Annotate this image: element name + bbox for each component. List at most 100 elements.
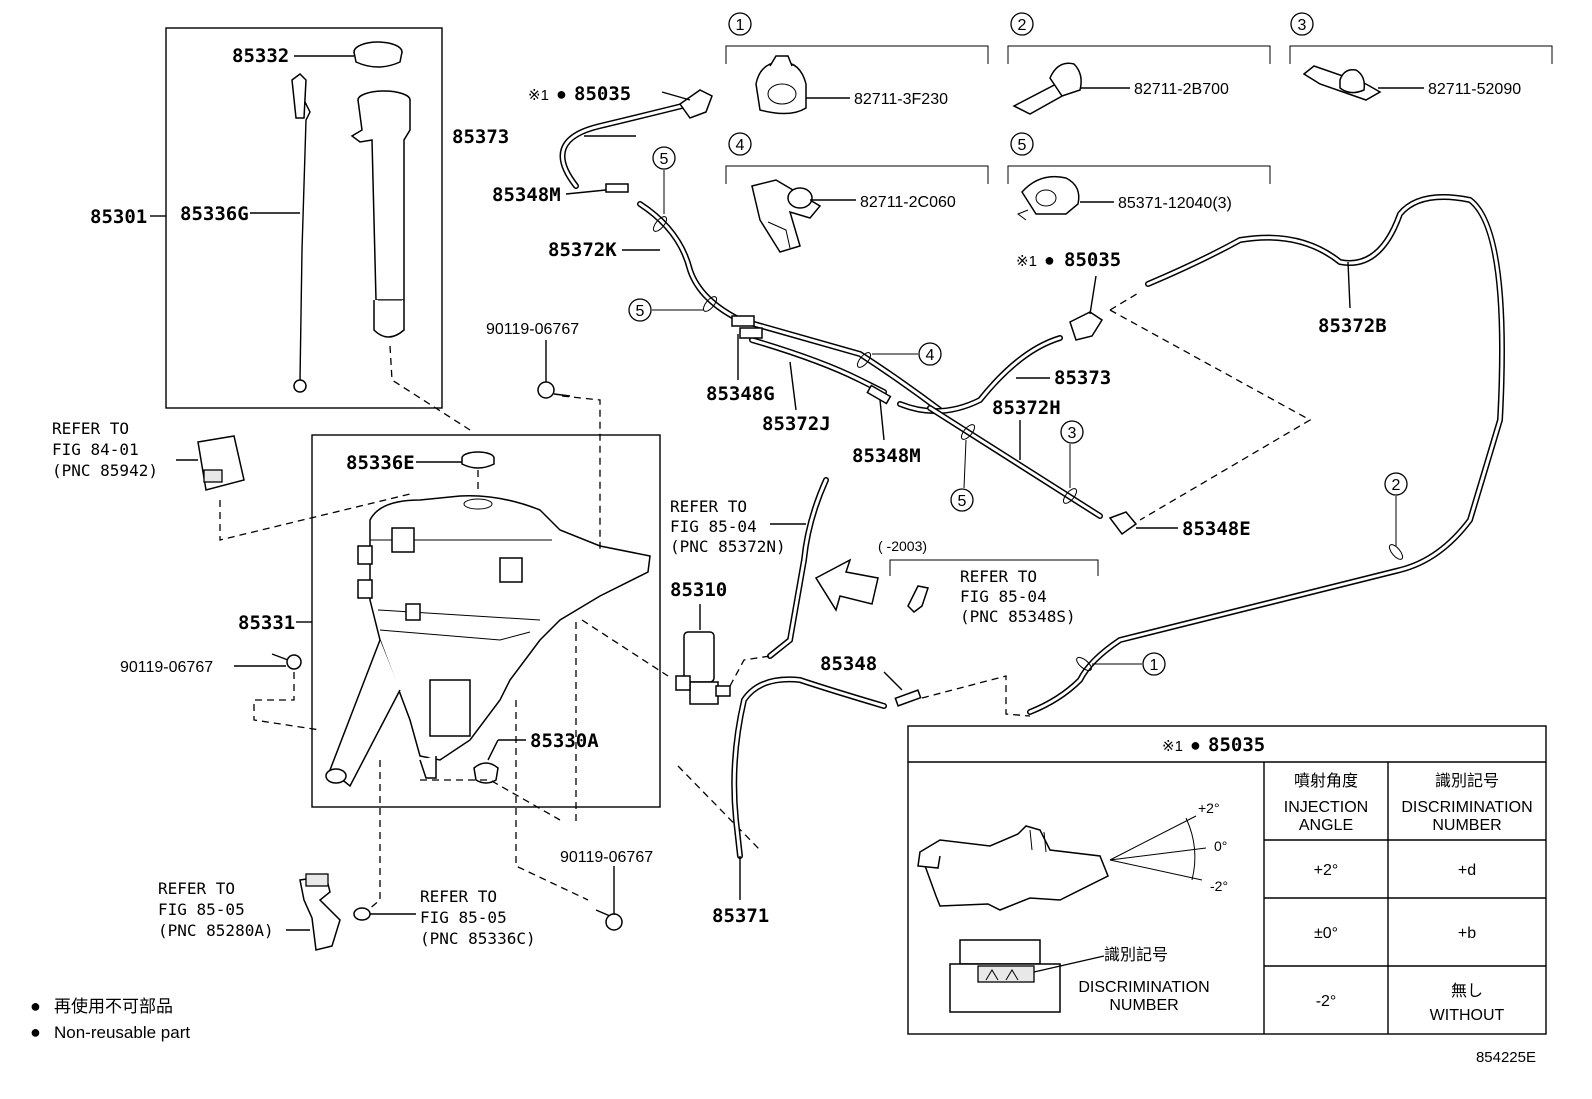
ref-85-05-a: REFER TO FIG 85-05 (PNC 85280A) — [158, 879, 274, 940]
svg-text:5: 5 — [660, 151, 669, 168]
bolt-90119-bottom[interactable] — [595, 909, 623, 931]
joint-85348S[interactable] — [907, 585, 929, 613]
svg-text:(PNC 85336C): (PNC 85336C) — [420, 929, 536, 948]
svg-text:FIG 85-05: FIG 85-05 — [420, 908, 507, 927]
label-85372K: 85372K — [548, 239, 617, 261]
label-90119-left: 90119-06767 — [120, 659, 213, 676]
ref-85-04-a: REFER TO FIG 85-04 (PNC 85372N) — [670, 497, 786, 556]
label-85301: 85301 — [90, 206, 147, 228]
head-disc-en-2: NUMBER — [1432, 817, 1501, 834]
svg-text:5: 5 — [636, 303, 645, 320]
row3-code-jp: 無し — [1451, 982, 1483, 1000]
clip-82711-2C060[interactable] — [751, 179, 822, 253]
row2-code: +b — [1458, 925, 1476, 942]
nozzle-85035-mid[interactable] — [1069, 311, 1104, 341]
hose-85371[interactable] — [731, 676, 887, 859]
label-85348M-top: 85348M — [492, 184, 561, 206]
head-disc-en-1: DISCRIMINATION — [1401, 799, 1532, 816]
svg-text:1: 1 — [736, 17, 745, 34]
table-title: ※1 ● 85035 — [1162, 734, 1265, 756]
dipstick-85336G[interactable] — [296, 77, 311, 381]
label-85330A: 85330A — [530, 730, 599, 752]
grommet-85336C[interactable] — [353, 907, 371, 921]
svg-text:●: ● — [1190, 735, 1201, 755]
label-85372J: 85372J — [762, 413, 831, 435]
clip-legend: 1 82711-3F230 2 82711-2B700 3 82711-5209… — [725, 12, 1553, 253]
joint-85348[interactable] — [894, 689, 922, 707]
svg-text:85035: 85035 — [1208, 734, 1265, 756]
figure-id: 854225E — [1476, 1049, 1536, 1066]
row1-angle: +2° — [1314, 862, 1339, 879]
svg-text:●: ● — [30, 996, 41, 1016]
nozzle-85035-top[interactable] — [678, 89, 713, 119]
pump-85310[interactable] — [675, 631, 731, 705]
clip-82711-3F230[interactable] — [755, 55, 807, 115]
svg-text:FIG 84-01: FIG 84-01 — [52, 440, 139, 459]
tank-box — [311, 434, 661, 808]
clip-82711-52090[interactable] — [1302, 65, 1382, 101]
label-85373-mid: 85373 — [1054, 367, 1111, 389]
svg-text:(PNC 85942): (PNC 85942) — [52, 461, 158, 480]
bolt-90119-top[interactable] — [537, 381, 571, 399]
label-85332: 85332 — [232, 45, 289, 67]
grommet-85330A[interactable] — [473, 762, 499, 784]
svg-text:5: 5 — [1018, 137, 1027, 154]
clip-82711-2B700[interactable] — [1012, 62, 1082, 115]
svg-text:1: 1 — [1150, 657, 1159, 674]
svg-text:REFER TO: REFER TO — [420, 887, 497, 906]
svg-text:FIG 85-05: FIG 85-05 — [158, 900, 245, 919]
pump-85280A[interactable] — [299, 873, 341, 951]
label-85373-top: 85373 — [452, 126, 509, 148]
joint-85348G[interactable] — [731, 315, 763, 339]
svg-text:※1: ※1 — [528, 87, 549, 104]
label-90119-bottom: 90119-06767 — [560, 849, 653, 866]
angle-plus-label: +2° — [1198, 800, 1220, 816]
arrow-icon — [814, 558, 879, 612]
hose-clips — [652, 216, 1404, 672]
svg-text:3: 3 — [1068, 425, 1077, 442]
disc-label-en-1: DISCRIMINATION — [1078, 979, 1209, 996]
svg-text:REFER TO: REFER TO — [960, 567, 1037, 586]
nozzle-spray-illustration: +2° 0° -2° — [917, 800, 1228, 911]
head-disc-jp: 識別記号 — [1435, 772, 1499, 790]
bolt-90119-left[interactable] — [271, 653, 302, 670]
connector-85942[interactable] — [197, 435, 245, 491]
label-85035-top: ※1 ● 85035 — [528, 83, 631, 105]
legend: ● 再使用不可部品 ● Non-reusable part — [30, 996, 190, 1042]
label-90119-top: 90119-06767 — [486, 321, 579, 338]
svg-text:FIG 85-04: FIG 85-04 — [670, 517, 757, 536]
hose-85372B[interactable] — [1027, 194, 1505, 715]
hose-85372N[interactable] — [767, 477, 829, 659]
label-85348: 85348 — [820, 653, 877, 675]
svg-text:2: 2 — [1018, 17, 1027, 34]
clip-85371-12040[interactable] — [1016, 175, 1080, 221]
joint-85348M-mid[interactable] — [866, 384, 892, 405]
legend-jp: 再使用不可部品 — [54, 996, 173, 1016]
row3-code: WITHOUT — [1430, 1007, 1505, 1024]
filler-pipe[interactable] — [350, 90, 411, 338]
svg-text:82711-2B700: 82711-2B700 — [1134, 81, 1229, 98]
label-85348E: 85348E — [1182, 518, 1251, 540]
svg-text:85371-12040(3): 85371-12040(3) — [1118, 195, 1232, 212]
svg-text:REFER TO: REFER TO — [670, 497, 747, 516]
nozzle-table: ※1 ● 85035 噴射角度 INJECTION ANGLE 識別記号 DIS… — [907, 725, 1547, 1035]
svg-text:REFER TO: REFER TO — [52, 419, 129, 438]
svg-text:FIG 85-04: FIG 85-04 — [960, 587, 1047, 606]
label-85310: 85310 — [670, 579, 727, 601]
tank-group: 85331 85336E 85330A — [120, 434, 661, 808]
joint-85348M-top[interactable] — [605, 183, 629, 193]
svg-text:3: 3 — [1298, 17, 1307, 34]
svg-text:85035: 85035 — [1064, 249, 1121, 271]
svg-text:4: 4 — [736, 137, 745, 154]
disc-label-en-2: NUMBER — [1109, 997, 1178, 1014]
hoses — [559, 101, 1505, 859]
washer-tank-85331[interactable] — [325, 495, 651, 788]
hose-85373-top[interactable] — [559, 101, 693, 189]
angle-zero-label: 0° — [1214, 838, 1227, 854]
ref-85-05-b: REFER TO FIG 85-05 (PNC 85336C) — [420, 887, 536, 948]
joint-85348E[interactable] — [1108, 511, 1138, 536]
row3-angle: -2° — [1316, 993, 1337, 1010]
svg-text:5: 5 — [958, 493, 967, 510]
disc-label-jp: 識別記号 — [1104, 946, 1168, 964]
